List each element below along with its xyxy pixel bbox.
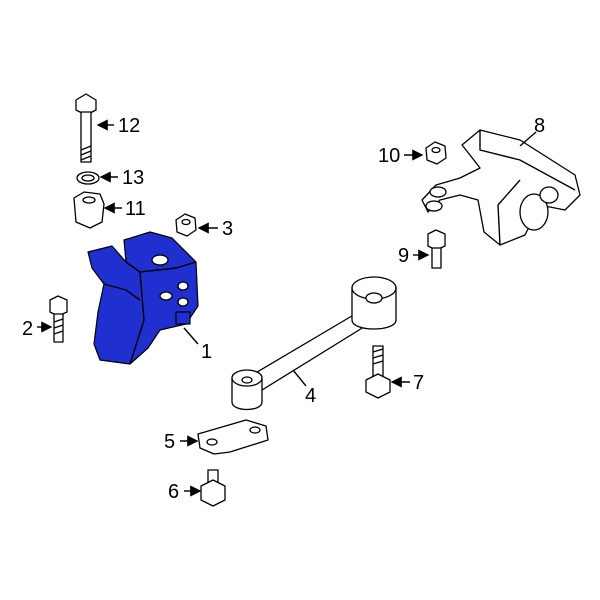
callout-7: 7 xyxy=(390,372,424,394)
part-7-bolt[interactable] xyxy=(365,345,391,399)
callout-number: 2 xyxy=(22,318,33,340)
part-6-bolt[interactable] xyxy=(200,469,226,507)
part-3-nut[interactable] xyxy=(175,213,197,237)
part-9-bolt[interactable] xyxy=(427,229,446,269)
callout-3: 3 xyxy=(197,218,233,240)
callout-number: 13 xyxy=(122,167,144,189)
callout-number: 10 xyxy=(378,145,400,167)
callout-8: 8 xyxy=(519,115,545,147)
callout-4: 4 xyxy=(292,369,316,407)
part-10-nut[interactable] xyxy=(425,141,447,165)
callout-10: 10 xyxy=(378,145,424,167)
part-11-insulator[interactable] xyxy=(73,191,105,229)
callout-number: 4 xyxy=(305,385,316,407)
callout-number: 9 xyxy=(398,245,409,267)
part-5-bracket[interactable] xyxy=(197,419,269,455)
callout-6: 6 xyxy=(168,481,202,503)
callout-11: 11 xyxy=(103,198,146,220)
part-8-transmission-mount[interactable] xyxy=(421,129,581,246)
callout-number: 7 xyxy=(413,372,424,394)
part-13-washer[interactable] xyxy=(76,171,100,185)
callout-2: 2 xyxy=(22,318,53,340)
callout-9: 9 xyxy=(398,245,430,267)
callout-number: 1 xyxy=(201,341,212,363)
callout-number: 3 xyxy=(222,218,233,240)
callout-12: 12 xyxy=(96,115,140,137)
callout-number: 11 xyxy=(125,198,146,220)
part-4-torque-rod[interactable] xyxy=(231,276,397,411)
callout-13: 13 xyxy=(99,167,144,189)
callout-number: 6 xyxy=(168,481,179,503)
part-1-engine-mount[interactable] xyxy=(87,231,199,365)
part-12-bolt[interactable] xyxy=(75,93,97,163)
callout-1: 1 xyxy=(183,327,212,363)
callout-5: 5 xyxy=(164,431,199,453)
part-2-bolt[interactable] xyxy=(49,295,68,343)
callout-number: 5 xyxy=(164,431,175,453)
callout-number: 8 xyxy=(534,115,545,137)
callout-number: 12 xyxy=(118,115,140,137)
